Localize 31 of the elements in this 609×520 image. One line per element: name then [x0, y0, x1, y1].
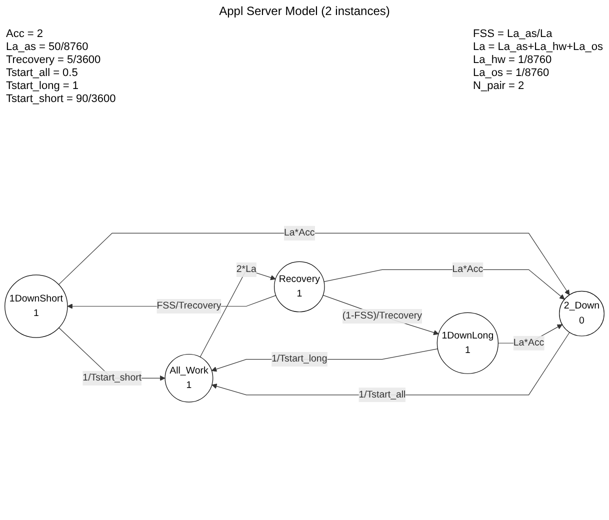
parameter-text: La_as = 50/8760	[6, 41, 90, 54]
parameter-text: La_os = 1/8760	[473, 67, 550, 80]
parameter-text: Tstart_long = 1	[6, 80, 80, 93]
edge-label: 1/Tstart_short	[82, 373, 142, 384]
edge-label: 1/Tstart_all	[358, 390, 406, 400]
node-circle: Recovery 1	[274, 262, 325, 313]
arrow	[322, 295, 439, 336]
parameter-text: FSS = La_as/La	[473, 28, 554, 41]
parameter-text: Trecovery = 5/3600	[6, 54, 102, 67]
arrow	[212, 332, 570, 396]
edge-label: FSS/Trecovery	[156, 301, 222, 312]
arrow	[200, 270, 276, 358]
node-circle: All_Work 1	[164, 354, 214, 403]
edge-label: 1/Tstart_long	[272, 354, 328, 365]
diagram-title: Appl Server Model (2 instances)	[218, 4, 391, 18]
node-circle: 2_Down 0	[559, 291, 604, 337]
arrow	[58, 233, 570, 296]
arrow	[211, 348, 438, 372]
node-circle: 1DownShort 1	[4, 275, 68, 338]
edge-label: (1-FSS)/Trecovery	[342, 311, 422, 322]
parameter-text: N_pair = 2	[473, 80, 526, 93]
edge-label: La*Acc	[284, 228, 315, 238]
edge-label: La*Acc	[513, 338, 544, 348]
edge-label: 2*La	[236, 264, 256, 276]
parameter-text: Tstart_short = 90/3600	[6, 93, 116, 106]
node-circle: 1DownLong 1	[436, 312, 498, 374]
edge-label: La*Acc	[452, 264, 484, 276]
parameter-text: Acc = 2	[6, 28, 44, 41]
parameter-text: La_hw = 1/8760	[473, 54, 553, 67]
parameter-text: Tstart_all = 0.5	[6, 67, 79, 80]
parameter-text: La = La_as+La_hw+La_os	[473, 41, 603, 54]
